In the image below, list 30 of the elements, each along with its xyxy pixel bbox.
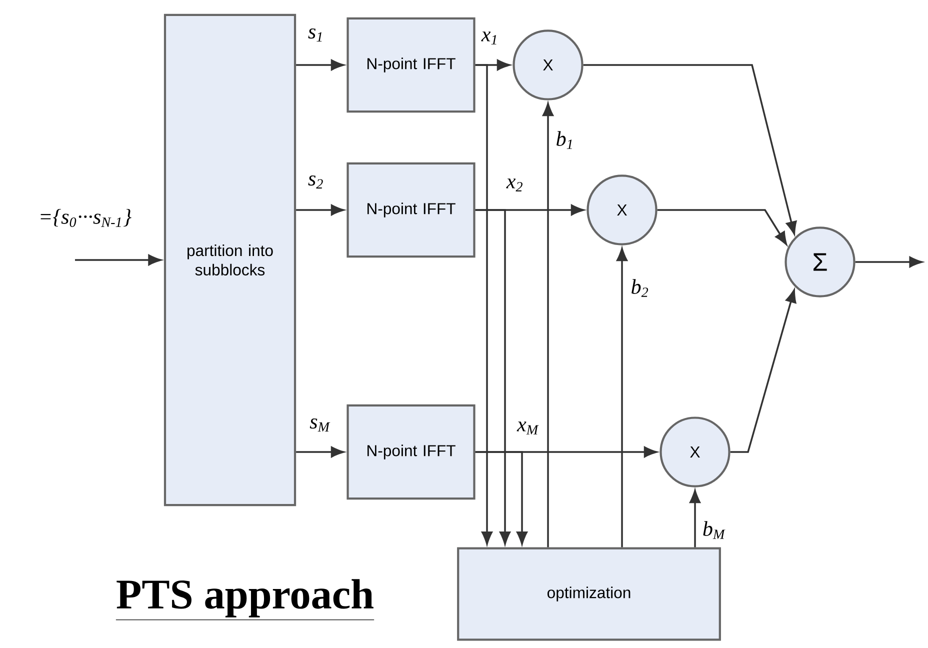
process-box: partition into subblocks [164,14,296,506]
edge-label: x$_{2}$ [504,176,526,194]
arrow [296,60,344,70]
title: PTS approach [116,579,374,620]
edge-label: ={s$_{0}$···s$_{N-1}$} [36,207,134,229]
edge-label: s$_{M}$ [308,416,332,434]
arrow [730,289,796,453]
arrow [690,490,700,548]
arrow [475,64,492,545]
arrow [475,451,528,545]
edge-label: x$_{M}$ [515,420,541,436]
arrow [583,64,797,234]
arrow [855,256,922,268]
edge-label: b$_{1}$ [554,129,576,151]
arrow [75,254,162,266]
arrow [475,209,510,545]
edge-label: b$_{M}$ [700,519,728,541]
arrow [616,248,628,548]
process-box: N-point IFFT [346,404,476,500]
process-box: N-point IFFT [346,17,476,113]
process-box: optimization [457,547,721,641]
arrow [296,446,344,458]
edge-label: b$_{2}$ [629,277,651,299]
edge-label: s$_{2}$ [306,174,326,190]
arrow [542,102,554,548]
edge-label: x$_{1}$ [480,30,500,46]
edge-label: s$_{1}$ [306,26,326,44]
arrow [296,204,344,216]
process-box: N-point IFFT [346,162,476,258]
arrow [657,209,788,245]
